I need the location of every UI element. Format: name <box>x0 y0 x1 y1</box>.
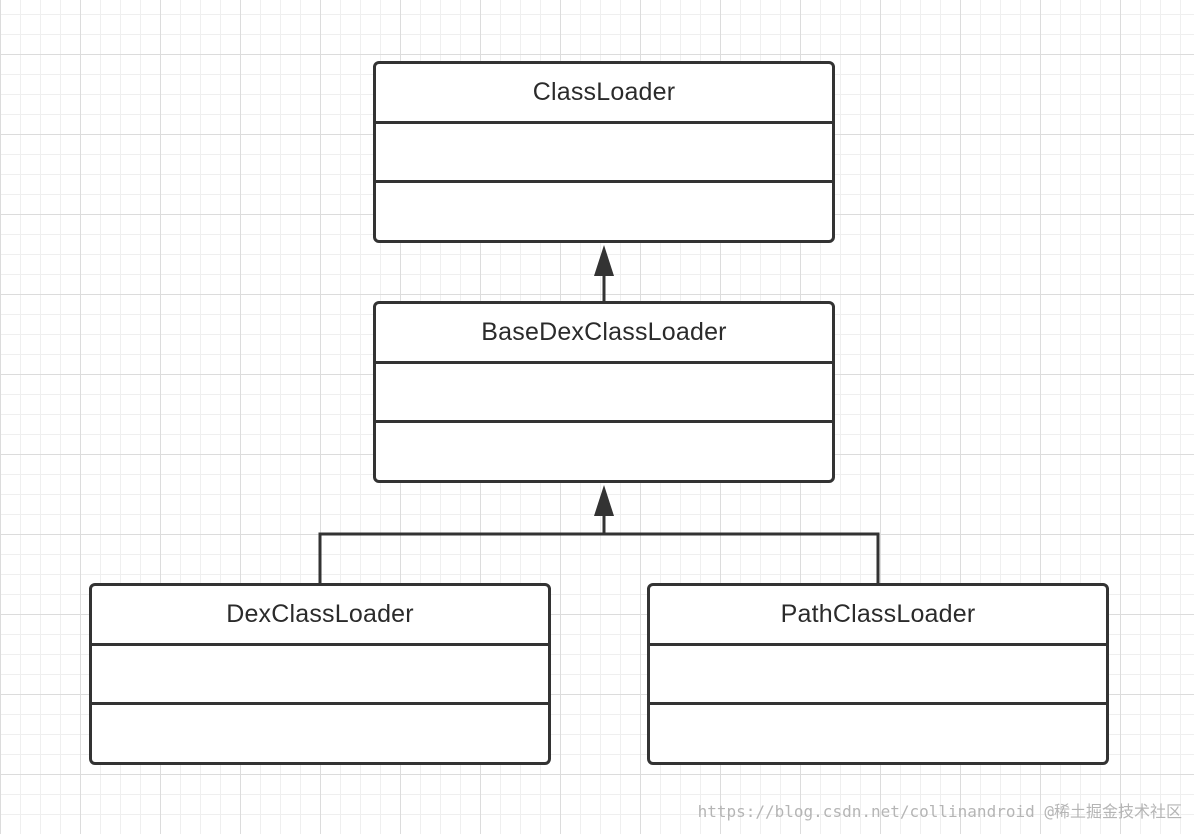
methods-compartment <box>376 180 832 240</box>
class-name-label: BaseDexClassLoader <box>481 317 727 346</box>
arrowhead-basedex <box>594 485 614 516</box>
methods-compartment <box>376 420 832 480</box>
edge-path-to-basedex <box>604 532 880 583</box>
class-box-dexclassloader[interactable]: DexClassLoader <box>89 583 551 765</box>
class-box-basedexclassloader[interactable]: BaseDexClassLoader <box>373 301 835 483</box>
class-name-compartment: DexClassLoader <box>92 586 548 643</box>
class-name-label: ClassLoader <box>532 77 676 106</box>
attributes-compartment <box>376 360 832 421</box>
methods-compartment <box>92 702 548 762</box>
class-name-compartment: PathClassLoader <box>650 586 1106 643</box>
class-name-compartment: BaseDexClassLoader <box>376 304 832 361</box>
class-name-label: PathClassLoader <box>780 599 976 628</box>
methods-compartment <box>650 702 1106 762</box>
class-box-pathclassloader[interactable]: PathClassLoader <box>647 583 1109 765</box>
class-box-classloader[interactable]: ClassLoader <box>373 61 835 243</box>
attributes-compartment <box>650 642 1106 703</box>
class-name-label: DexClassLoader <box>226 599 414 628</box>
attributes-compartment <box>92 642 548 703</box>
class-name-compartment: ClassLoader <box>376 64 832 121</box>
arrowhead-classloader <box>594 245 614 276</box>
attributes-compartment <box>376 120 832 181</box>
edge-dex-to-basedex <box>318 532 604 583</box>
watermark-text: https://blog.csdn.net/collinandroid @稀土掘… <box>697 802 1182 821</box>
